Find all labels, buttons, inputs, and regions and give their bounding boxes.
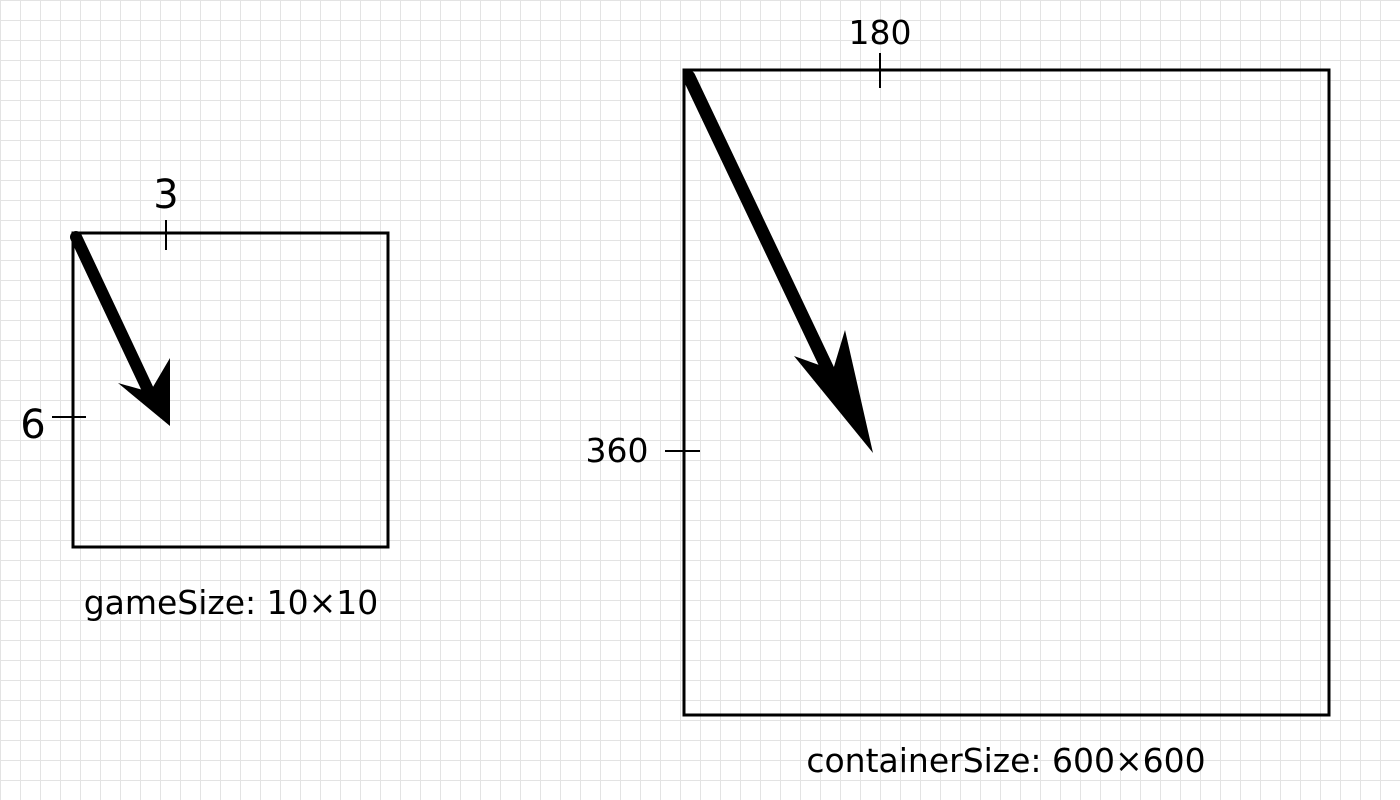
container-y-tick-label: 360 [586,431,649,470]
game-size-caption: gameSize: 10×10 [84,583,379,622]
container-panel: 180 360 containerSize: 600×600 [586,13,1331,780]
game-vector-arrowhead [118,358,170,426]
game-x-tick-label: 3 [153,172,178,218]
game-panel: 3 6 gameSize: 10×10 [20,172,390,622]
container-box [682,68,1331,717]
container-vector-arrowhead [794,330,873,453]
game-vector-arrow-shaft [70,231,154,396]
container-x-tick-label: 180 [849,13,912,52]
game-y-tick-label: 6 [20,402,45,448]
container-size-caption: containerSize: 600×600 [806,741,1205,780]
game-box [71,231,390,549]
container-vector-arrow-shaft [682,70,847,402]
